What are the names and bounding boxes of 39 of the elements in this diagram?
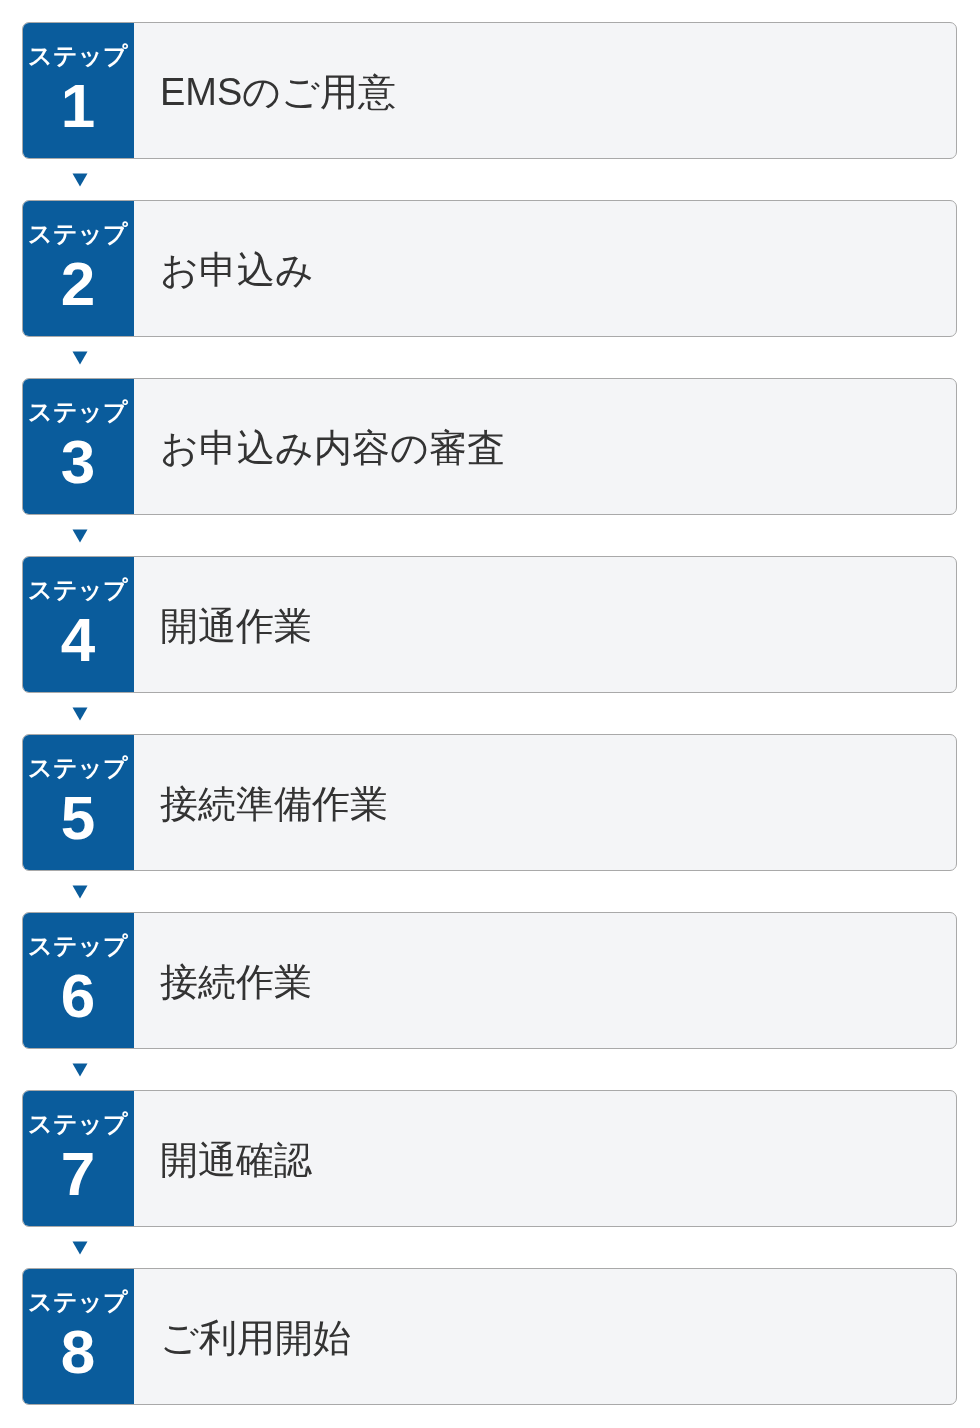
step-title: ご利用開始: [160, 1317, 351, 1359]
step-title: 接続準備作業: [160, 783, 388, 825]
step-box: [22, 200, 957, 337]
step-label: ステップ: [27, 220, 129, 248]
step-box: [22, 1090, 957, 1227]
step-label: ステップ: [27, 754, 129, 782]
step-box: [22, 556, 957, 693]
step-label: ステップ: [27, 398, 129, 426]
step-box: [22, 22, 957, 159]
step-number: 2: [59, 252, 97, 316]
arrow: [72, 1241, 88, 1255]
arrow: [72, 351, 88, 365]
arrow: [72, 707, 88, 721]
step-label: ステップ: [27, 576, 129, 604]
step-number: 5: [59, 786, 97, 850]
step-number: 1: [59, 74, 97, 138]
step-number: 6: [59, 964, 97, 1028]
step-title: 開通確認: [160, 1139, 312, 1181]
step-title: 開通作業: [160, 605, 312, 647]
step-label: ステップ: [27, 1110, 129, 1138]
step-label: ステップ: [27, 1288, 129, 1316]
step-title: EMSのご用意: [160, 71, 397, 113]
step-title: 接続作業: [160, 961, 312, 1003]
step-box: [22, 378, 957, 515]
step-title: お申込み内容の審査: [160, 427, 505, 469]
step-number: 8: [59, 1320, 97, 1384]
step-number: 7: [59, 1142, 97, 1206]
step-title: お申込み: [160, 249, 314, 291]
step-box: [22, 1268, 957, 1405]
arrow: [72, 173, 88, 187]
step-box: [22, 912, 957, 1049]
step-label: ステップ: [27, 932, 129, 960]
arrow: [72, 529, 88, 543]
step-label: ステップ: [27, 42, 129, 70]
arrow: [72, 1063, 88, 1077]
arrow: [72, 885, 88, 899]
step-box: [22, 734, 957, 871]
step-number: 3: [59, 430, 97, 494]
step-number: 4: [59, 608, 97, 672]
